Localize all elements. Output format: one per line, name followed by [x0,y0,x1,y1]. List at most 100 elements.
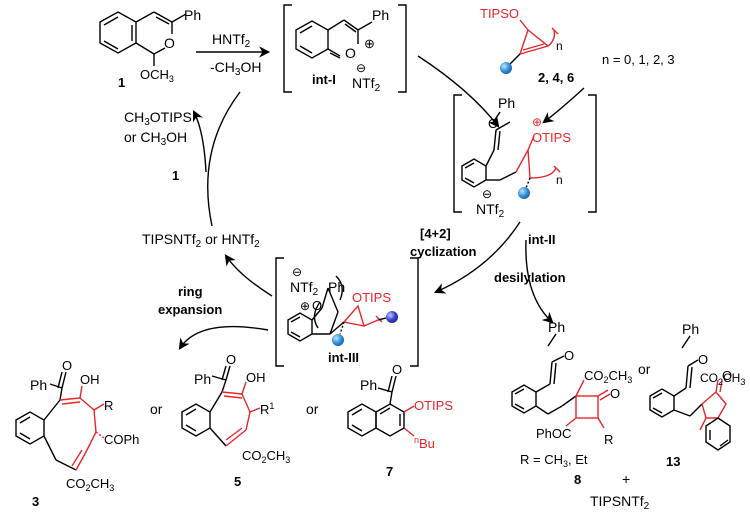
ring-expansion-label-1: ring [178,284,203,299]
compound-1-structure [99,11,187,66]
int-I-o: O [345,45,356,61]
compound-1-ph: Ph [184,7,201,23]
int-III-bracket [275,257,419,367]
n-values: n = 0, 1, 2, 3 [602,52,675,67]
product-7-number: 7 [386,464,393,479]
product-8-r: R [604,432,613,447]
or-between-3-and-5: or [150,401,163,417]
int-III-cyclopropane [342,304,383,327]
cyclization-label-1: [4+2] [420,226,451,241]
int-II-wedge [525,177,531,189]
byproduct-tipsntf2: TIPSNTf2 [590,493,650,512]
product-3-ph: Ph [30,377,47,393]
cyclization-label-2: cyclization [410,244,477,259]
int-III-o: O [312,298,322,313]
product-8-r-definition: R = CH3, Et [520,452,588,469]
product-13-o: O [698,352,708,367]
product-8-number: 8 [574,472,581,487]
int-II-bead-icon [518,187,530,199]
reagent-hntf2: HNTf2 [212,31,251,50]
int-II-label: int-II [528,232,555,247]
compound-1-ome: OCH3 [140,67,174,84]
compound-1-number: 1 [118,75,125,90]
product-3-oh: OH [80,372,100,387]
int-III-structure [287,275,345,342]
product-5-o: O [226,352,236,367]
int-II-otips: OTIPS [532,130,571,145]
int-II-o: O [488,116,498,131]
int-III-plus: ⊕ [300,299,310,313]
arrow-int-II-to-int-III [433,221,521,294]
product-13-indanone [699,379,727,431]
product-8-co2me: CO2CH3 [584,368,632,385]
arrow-reagent-to-int-II [542,87,585,124]
plus-sign: + [622,471,630,487]
int-III-label: int-III [328,350,359,365]
int-III-bead-right-icon [386,311,398,323]
recycle-ch3oh: or CH3OH [124,129,187,148]
product-7-substituents [403,405,415,437]
int-I-ntf2: NTf2 [352,75,381,94]
int-III-bead-bottom-icon [332,334,344,346]
or-between-5-and-7: or [306,401,319,417]
product-8-phoc: PhOC [536,426,571,441]
int-III-otips: OTIPS [352,290,391,305]
product-3-ring [59,385,105,471]
product-13-structure [649,335,703,418]
arrow-release-byproduct [192,109,207,173]
int-III-to-bead [377,317,387,321]
product-7-ph: Ph [360,377,377,393]
int-II-bracket [453,94,597,213]
int-I-plus: ⊕ [364,36,375,51]
substituent-bead-icon [500,62,512,74]
int-I-ph: Ph [372,7,389,23]
product-5-structure [181,365,231,447]
arrow-int-I-to-int-II [417,55,500,128]
product-3-co2me: CO2CH3 [66,476,114,493]
int-III-ntf2: NTf2 [290,279,319,298]
recycle-compound-1: 1 [172,168,179,183]
product-8-ketone-o: O [610,386,620,401]
product-13-number: 13 [666,454,680,469]
product-3-r: R [104,398,113,413]
product-5-ring [221,381,261,447]
compound-1-o: O [164,35,175,51]
product-3-o: O [62,358,72,373]
product-13-co2me: CO2CH3 [700,371,745,387]
compounds-2-4-6: 2, 4, 6 [538,70,574,85]
tipso-label: TIPSO [480,6,519,21]
product-8-cyclobutanone [565,379,611,429]
desilylation-label: desilylation [494,270,566,285]
int-I-label: int-I [312,72,336,87]
product-7-nbu: nBu [414,435,435,451]
product-5-ph: Ph [194,371,211,387]
product-5-oh: OH [246,370,266,385]
int-I-structure [295,19,373,59]
int-II-ph: Ph [498,95,515,111]
product-8-or: or [638,361,651,377]
cyclopropene-bond [509,53,521,65]
product-7-otips: OTIPS [414,398,453,413]
ring-size-n: n [556,39,563,53]
product-8-ph: Ph [548,319,565,335]
int-II-minus: ⊖ [482,187,492,201]
product-8-o: O [564,348,574,363]
int-II-ntf2: NTf2 [476,201,505,220]
product-8-structure [511,333,577,415]
int-I-bracket [283,4,407,93]
product-5-number: 5 [234,474,241,489]
int-III-ph: Ph [328,279,345,295]
product-3-structure [15,371,77,471]
product-7-structure [347,375,405,437]
product-7-o: O [392,362,402,377]
product-3-number: 3 [32,494,39,509]
int-II-plus: ⊕ [532,115,542,129]
product-13-benzo [705,417,731,451]
int-II-n: n [556,173,563,187]
arrow-ring-expansion [178,325,269,350]
int-I-minus: ⊖ [356,61,366,75]
cyclopropene-structure [518,19,559,56]
product-5-co2me: CO2CH3 [242,448,290,465]
product-13-ketone-o: O [722,368,732,383]
